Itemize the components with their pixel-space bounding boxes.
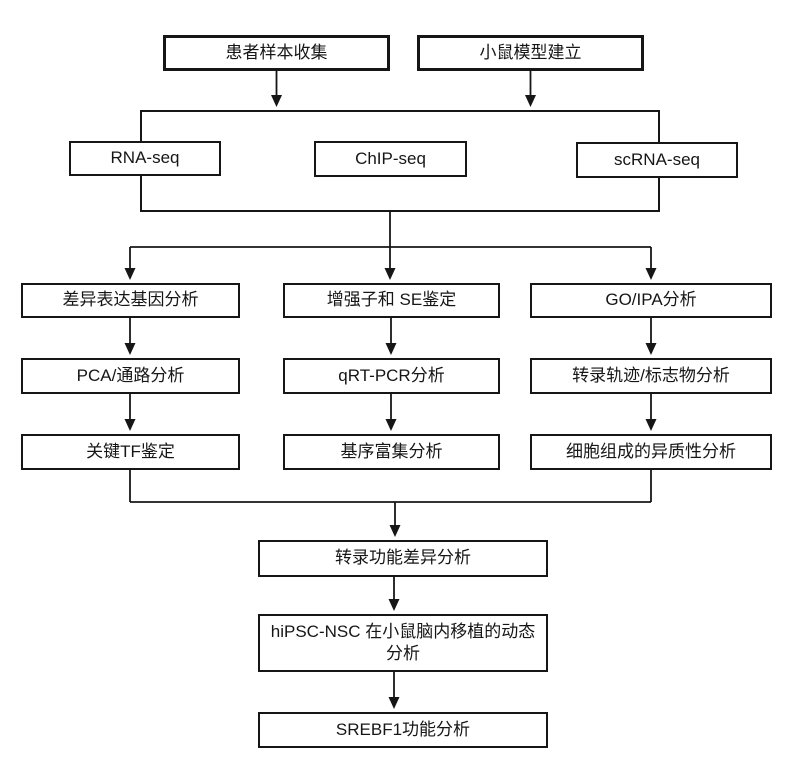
node-srebf1: SREBF1功能分析 xyxy=(258,712,548,748)
node-pca-pathway: PCA/通路分析 xyxy=(21,358,240,394)
node-label: 小鼠模型建立 xyxy=(479,42,582,62)
node-patient-samples: 患者样本收集 xyxy=(163,35,390,71)
node-scrna-seq: scRNA-seq xyxy=(576,142,738,178)
node-hipsc-transplant: hiPSC-NSC 在小鼠脑内移植的动态分析 xyxy=(258,614,548,672)
node-label: scRNA-seq xyxy=(614,149,700,169)
node-trajectory-marker: 转录轨迹/标志物分析 xyxy=(530,358,772,394)
node-deg-analysis: 差异表达基因分析 xyxy=(21,283,240,318)
node-label: 增强子和 SE鉴定 xyxy=(326,290,457,310)
node-label: 细胞组成的异质性分析 xyxy=(566,441,736,461)
node-label: 差异表达基因分析 xyxy=(62,290,199,310)
node-go-ipa: GO/IPA分析 xyxy=(530,283,772,318)
node-chip-seq: ChIP-seq xyxy=(314,141,467,177)
node-label: 关键TF鉴定 xyxy=(86,441,175,461)
node-label: PCA/通路分析 xyxy=(76,365,185,385)
node-label: qRT-PCR分析 xyxy=(338,365,445,385)
node-label: GO/IPA分析 xyxy=(605,290,697,310)
node-label: 转录功能差异分析 xyxy=(335,548,471,568)
node-transcription-diff: 转录功能差异分析 xyxy=(258,540,548,577)
node-label: 转录轨迹/标志物分析 xyxy=(572,365,730,385)
node-label: hiPSC-NSC 在小鼠脑内移植的动态分析 xyxy=(270,621,536,663)
node-key-tf: 关键TF鉴定 xyxy=(21,434,240,470)
node-motif-enrichment: 基序富集分析 xyxy=(283,434,500,470)
node-label: RNA-seq xyxy=(110,148,180,168)
node-rna-seq: RNA-seq xyxy=(69,141,221,176)
node-mouse-model: 小鼠模型建立 xyxy=(417,35,644,71)
node-label: ChIP-seq xyxy=(355,148,426,168)
node-qrt-pcr: qRT-PCR分析 xyxy=(283,358,500,394)
node-label: 患者样本收集 xyxy=(225,42,328,62)
node-label: SREBF1功能分析 xyxy=(335,719,471,739)
node-cell-heterogeneity: 细胞组成的异质性分析 xyxy=(530,434,772,470)
node-label: 基序富集分析 xyxy=(340,441,443,461)
node-enhancer-se: 增强子和 SE鉴定 xyxy=(283,283,500,318)
